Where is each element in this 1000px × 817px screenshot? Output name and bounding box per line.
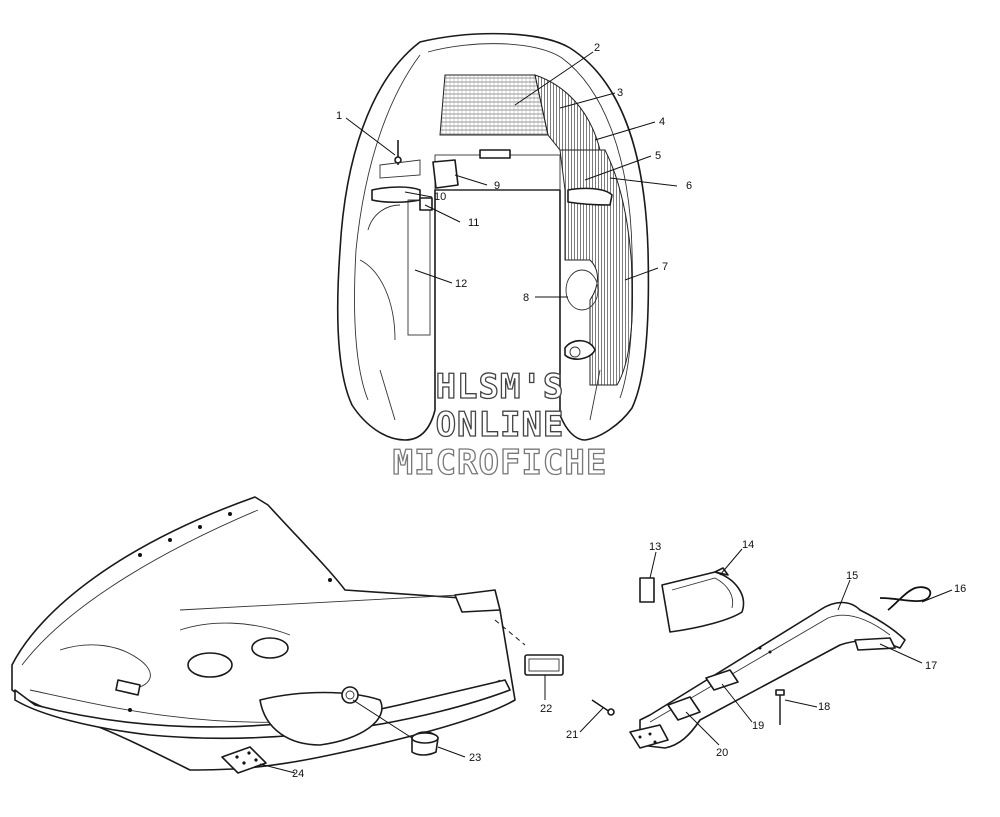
edge-rivets <box>128 512 332 712</box>
callout-4: 4 <box>659 116 665 128</box>
decal-20 <box>667 696 701 721</box>
callout-9: 9 <box>494 180 500 192</box>
insulation-panel-right-side <box>559 149 633 386</box>
callout-22: 22 <box>540 703 552 715</box>
callout-2: 2 <box>594 42 600 54</box>
part-24-plate <box>221 746 267 774</box>
fastener-18 <box>775 689 785 725</box>
hood-inner-rim <box>427 43 633 399</box>
part-16-spring-clip <box>879 586 932 611</box>
decal-17 <box>854 637 896 651</box>
callout-5: 5 <box>655 150 661 162</box>
callout-21: 21 <box>566 729 578 741</box>
part-22-dashed-leader <box>494 619 526 646</box>
callout-13: 13 <box>649 541 661 553</box>
watermark-line-1: HLSM'S <box>436 367 565 407</box>
hood-perspective-assembly <box>11 496 516 771</box>
callout-19: 19 <box>752 720 764 732</box>
callout-1: 1 <box>336 110 342 122</box>
callout-7: 7 <box>662 261 668 273</box>
rivet-21 <box>591 699 615 716</box>
part-13-pad <box>639 577 655 603</box>
callout-14: 14 <box>742 539 754 551</box>
callout-12: 12 <box>455 278 467 290</box>
callout-16: 16 <box>954 583 966 595</box>
decal-19 <box>705 669 739 691</box>
callout-20: 20 <box>716 747 728 759</box>
hood-underside-assembly <box>336 32 650 441</box>
top-leader-lines <box>345 51 678 298</box>
watermark-line-3: MICROFICHE <box>393 443 608 483</box>
callout-3: 3 <box>617 87 623 99</box>
callout-15: 15 <box>846 570 858 582</box>
insulation-panel-top <box>439 74 549 136</box>
callout-18: 18 <box>818 701 830 713</box>
watermark: HLSM'S ONLINE MICROFICHE <box>392 366 608 483</box>
part-22-lens <box>524 654 564 676</box>
callout-17: 17 <box>925 660 937 672</box>
part-23-plug <box>411 731 439 756</box>
bottom-leader-lines <box>259 548 953 774</box>
watermark-line-2: ONLINE <box>436 405 565 445</box>
callout-24: 24 <box>292 768 304 780</box>
callout-23: 23 <box>469 752 481 764</box>
callout-6: 6 <box>686 180 692 192</box>
callout-11: 11 <box>468 217 479 229</box>
part-14-duct <box>661 567 745 633</box>
part-15-belt-guard <box>629 601 906 749</box>
callout-labels: 1 2 3 4 5 6 7 8 9 10 11 12 13 14 15 16 1… <box>292 42 966 780</box>
callout-10: 10 <box>434 191 446 203</box>
callout-8: 8 <box>523 292 529 304</box>
